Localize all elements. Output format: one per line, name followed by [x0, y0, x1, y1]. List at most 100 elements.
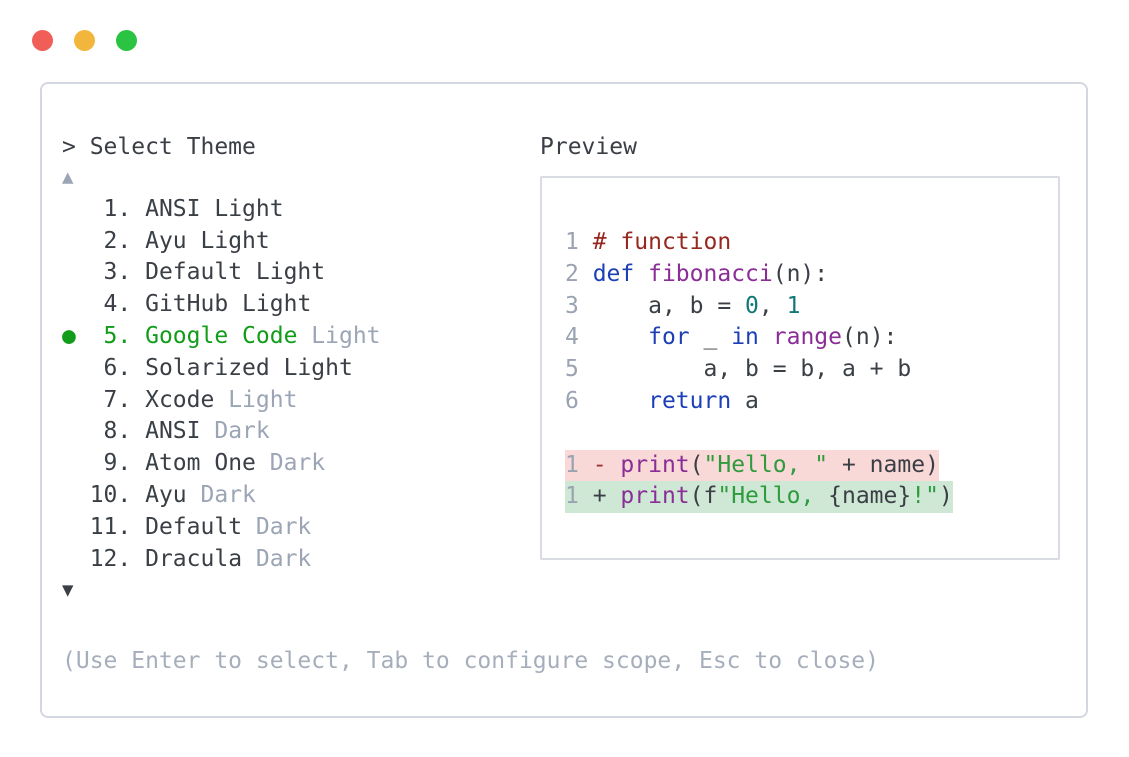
theme-item-number: 11.: [75, 513, 146, 540]
theme-item-variant: Light: [228, 291, 312, 318]
code-token-plain: (n):: [842, 324, 898, 351]
code-line-content: 1 + print(f"Hello, {name}!"): [565, 481, 953, 514]
theme-item-variant: Dark: [255, 450, 326, 477]
theme-item-marker: [62, 196, 76, 222]
code-line-content: 1 # function: [565, 227, 731, 259]
code-token-plain: ,: [758, 292, 787, 319]
code-line-content: 4 for _ in range(n):: [565, 322, 897, 354]
code-line-content: 1 - print("Hello, " + name): [565, 449, 939, 482]
theme-item-marker: [62, 546, 76, 572]
theme-item-name: Solarized: [145, 354, 270, 381]
minimize-window-icon[interactable]: [74, 30, 95, 51]
theme-item-number: 4.: [75, 291, 146, 318]
theme-item-name: GitHub: [145, 291, 229, 318]
scroll-up-indicator[interactable]: ▲: [62, 166, 74, 188]
code-token-keyword: return: [648, 387, 732, 414]
window-controls: [32, 30, 137, 51]
code-line: 3 a, b = 0, 1: [565, 291, 953, 323]
theme-item-variant: Dark: [242, 513, 312, 540]
code-line: 6 return a: [565, 386, 953, 418]
theme-item-number: 8.: [75, 418, 146, 445]
theme-list-item[interactable]: 12. Dracula Dark: [62, 544, 381, 576]
theme-picker-panel: > Select Theme ▲ 1. ANSI Light 2. Ayu Li…: [40, 82, 1088, 718]
theme-item-marker: [62, 355, 76, 381]
code-line-content: 6 return a: [565, 386, 759, 418]
line-number: 5: [565, 356, 593, 383]
theme-item-name: Default: [145, 513, 243, 540]
theme-item-number: 6.: [75, 354, 146, 381]
theme-item-name: Default: [145, 259, 243, 286]
theme-item-marker: [62, 291, 76, 317]
theme-list: ▲ 1. ANSI Light 2. Ayu Light 3. Default …: [62, 162, 381, 607]
theme-list-item[interactable]: 3. Default Light: [62, 257, 381, 289]
theme-item-marker: [62, 450, 76, 476]
theme-list-item[interactable]: 8. ANSI Dark: [62, 416, 381, 448]
theme-item-variant: Dark: [242, 545, 312, 572]
theme-item-name: Ayu: [145, 227, 187, 254]
code-token-comment: # function: [592, 229, 732, 255]
theme-item-name: ANSI: [145, 195, 201, 222]
theme-list-item[interactable]: 10. Ayu Dark: [62, 480, 381, 512]
theme-item-name: Xcode: [145, 386, 215, 413]
theme-item-name: Google Code: [145, 322, 298, 349]
code-token-plain: [593, 324, 648, 350]
theme-item-number: 10.: [75, 481, 146, 508]
theme-item-name: Atom One: [145, 450, 256, 477]
code-token-plain: (n):: [772, 260, 829, 287]
theme-item-name: ANSI: [145, 418, 201, 445]
theme-item-number: 2.: [75, 227, 146, 254]
line-number: 3: [565, 292, 593, 319]
code-token-plain: a: [731, 387, 759, 414]
theme-item-number: 5.: [75, 322, 146, 349]
line-number: 1: [565, 229, 593, 255]
theme-list-item[interactable]: 1. ANSI Light: [62, 194, 381, 226]
code-token-number: 0: [745, 292, 759, 319]
theme-item-variant: Light: [200, 195, 284, 222]
code-line-added: 1 + print(f"Hello, {name}!"): [565, 481, 953, 514]
theme-list-item[interactable]: 2. Ayu Light: [62, 226, 381, 258]
code-line: [565, 418, 953, 450]
theme-item-variant: Light: [186, 227, 270, 254]
line-number: 2: [565, 260, 593, 287]
theme-list-item[interactable]: 6. Solarized Light: [62, 353, 381, 385]
theme-item-name: Dracula: [145, 545, 243, 572]
theme-list-item[interactable]: 9. Atom One Dark: [62, 448, 381, 480]
theme-list-item[interactable]: 4. GitHub Light: [62, 289, 381, 321]
code-token-string: "Hello,: [717, 483, 829, 510]
code-token-plain: a, b = b, a + b: [592, 356, 912, 383]
code-token-function: fibonacci: [648, 260, 773, 287]
theme-item-variant: Dark: [200, 418, 270, 445]
theme-item-number: 9.: [75, 450, 146, 477]
line-number: 4: [565, 324, 593, 351]
code-token-string: !": [911, 483, 939, 510]
code-token-function: print: [620, 451, 690, 478]
theme-item-marker: [62, 418, 76, 444]
code-token-plain: (: [689, 451, 704, 478]
theme-item-marker: [62, 228, 76, 254]
code-token-plain: a, b =: [592, 292, 746, 319]
code-token-plain: [593, 388, 648, 414]
select-theme-prompt: > Select Theme: [62, 134, 256, 160]
code-token-add_sign: +: [592, 483, 621, 510]
theme-list-item-selected[interactable]: ● 5. Google Code Light: [62, 321, 381, 353]
code-token-del_sign: -: [592, 451, 621, 478]
code-line: 1 # function: [565, 227, 953, 259]
code-line: 2 def fibonacci(n):: [565, 259, 953, 291]
scroll-down-indicator[interactable]: ▼: [62, 579, 74, 602]
line-number: 6: [565, 387, 593, 414]
theme-item-number: 12.: [75, 545, 146, 572]
theme-item-variant: Dark: [186, 481, 256, 508]
theme-list-item[interactable]: 7. Xcode Light: [62, 385, 381, 417]
code-token-plain: [634, 261, 648, 287]
theme-item-number: 1.: [75, 195, 146, 222]
close-window-icon[interactable]: [32, 30, 53, 51]
zoom-window-icon[interactable]: [116, 30, 137, 51]
code-line-content: 3 a, b = 0, 1: [565, 291, 800, 323]
help-text: (Use Enter to select, Tab to configure s…: [62, 648, 879, 674]
theme-item-variant: Light: [214, 386, 298, 413]
theme-list-item[interactable]: 11. Default Dark: [62, 512, 381, 544]
preview-label: Preview: [540, 134, 637, 160]
line-number: 1: [565, 483, 593, 510]
